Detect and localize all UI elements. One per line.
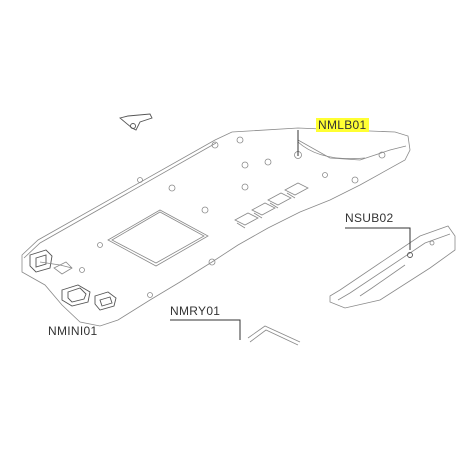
mini-board-label: NMINI01: [48, 324, 98, 338]
main-board-part: [21, 127, 411, 327]
sub-board-label: NSUB02: [345, 211, 394, 225]
screw-part: [119, 113, 153, 131]
main-board-label-text: NMLB01: [316, 118, 369, 132]
relay-board-leader-line: [170, 319, 241, 340]
main-board-label: NMLB01: [316, 118, 369, 132]
relay-board-part: [247, 325, 301, 346]
relay-board-label: NMRY01: [170, 304, 221, 318]
sub-board-part: [329, 225, 456, 309]
sub-board-leader-line: [345, 227, 411, 250]
